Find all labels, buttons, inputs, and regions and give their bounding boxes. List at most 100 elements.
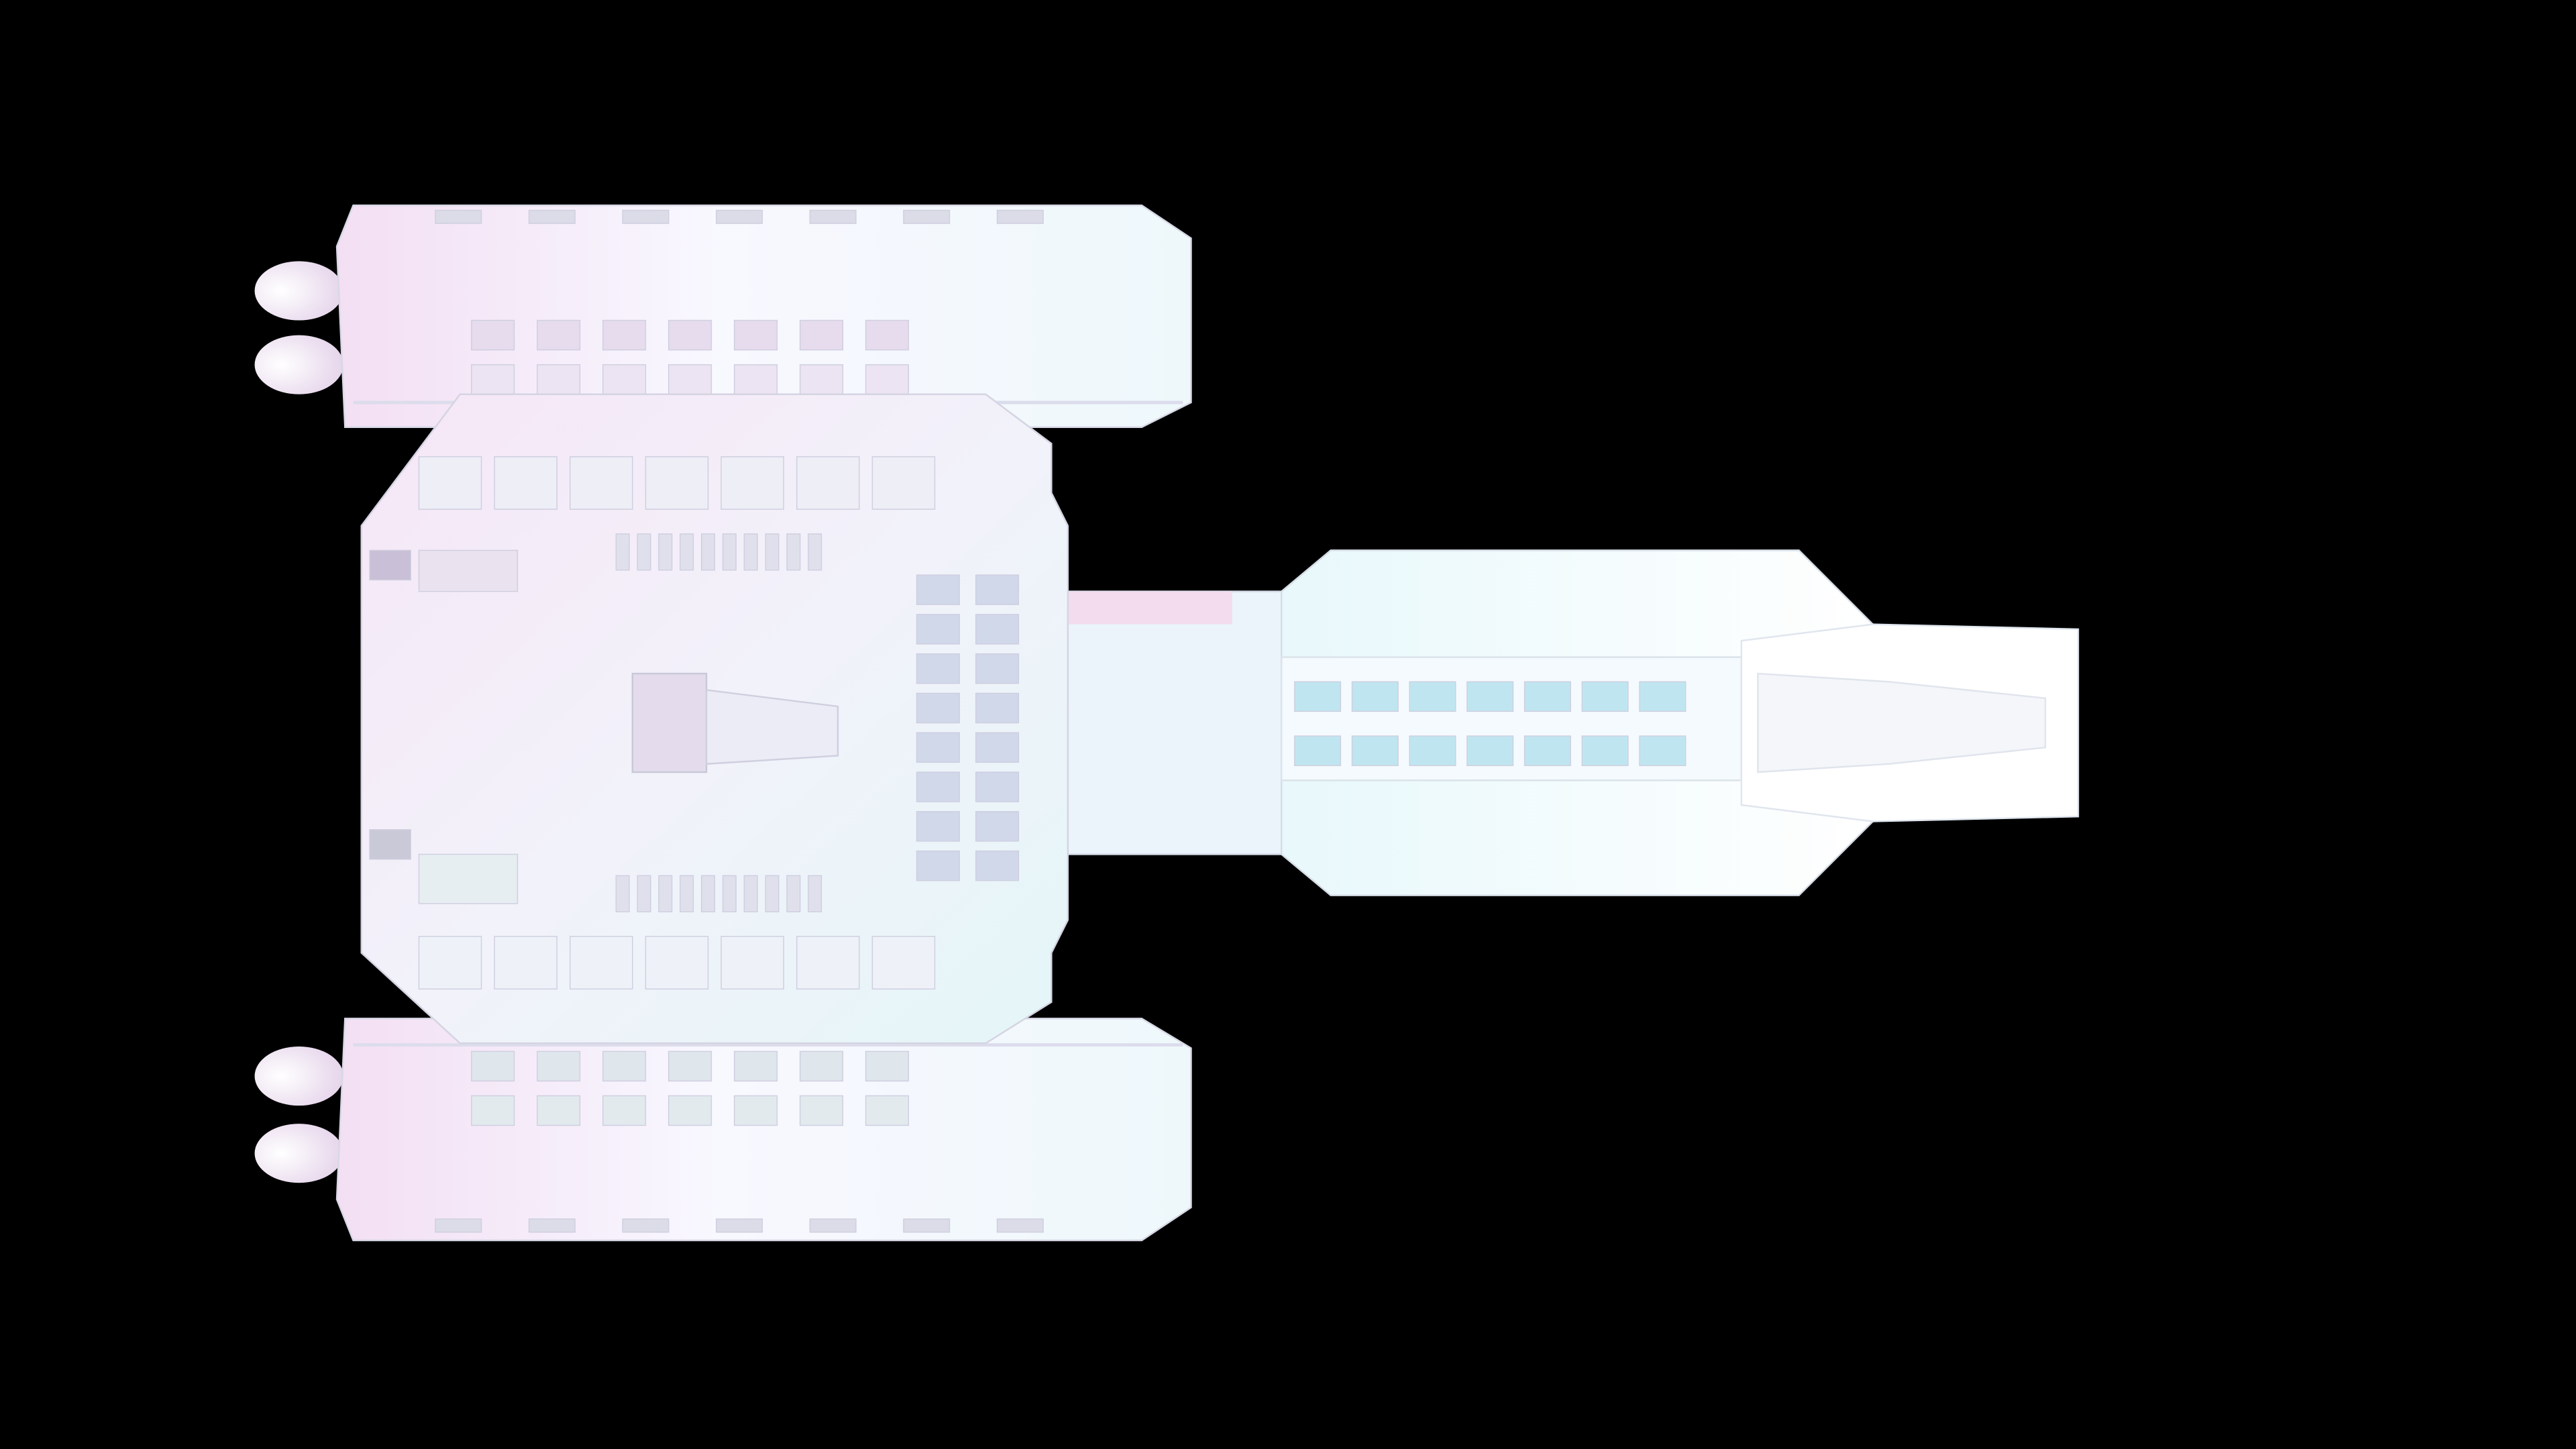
- greeble: [722, 533, 737, 571]
- hull-panel: [865, 364, 910, 395]
- greeble: [700, 533, 716, 571]
- vent-grille: [903, 1218, 951, 1233]
- greeble: [743, 875, 758, 912]
- hull-panel: [471, 1095, 515, 1126]
- hull-panel: [865, 319, 910, 351]
- vent-grille: [996, 1218, 1044, 1233]
- hull-panel: [668, 319, 712, 351]
- hull-panel: [602, 1095, 647, 1126]
- greeble: [808, 875, 822, 912]
- greeble: [637, 533, 651, 571]
- window: [1466, 735, 1514, 766]
- hull-panel: [975, 771, 1020, 802]
- window: [1581, 735, 1629, 766]
- hull-panel: [471, 364, 515, 395]
- hull-panel: [975, 811, 1020, 842]
- window: [1581, 681, 1629, 712]
- vent-grille: [528, 1218, 576, 1233]
- hull-panel: [668, 364, 712, 395]
- greeble: [722, 875, 737, 912]
- turret: [418, 549, 519, 592]
- engine-nozzle: [254, 261, 343, 321]
- greeble: [700, 875, 716, 912]
- surface-detail: [645, 936, 709, 990]
- window: [1409, 681, 1456, 712]
- hull-panel: [975, 574, 1020, 605]
- surface-detail: [570, 456, 633, 510]
- hull-panel: [916, 692, 960, 724]
- hull-panel: [668, 1095, 712, 1126]
- greeble: [615, 875, 630, 912]
- greeble: [680, 533, 694, 571]
- engine-nozzle: [254, 1124, 343, 1183]
- surface-detail: [720, 456, 784, 510]
- greeble: [680, 875, 694, 912]
- surface-detail: [494, 456, 557, 510]
- window: [1523, 681, 1571, 712]
- window: [1466, 681, 1514, 712]
- vent-grille: [996, 209, 1044, 224]
- vent-grille: [622, 1218, 669, 1233]
- hull-panel: [668, 1051, 712, 1082]
- surface-detail: [720, 936, 784, 990]
- greeble: [615, 533, 630, 571]
- hull-panel: [799, 1095, 844, 1126]
- vent-grille: [528, 209, 576, 224]
- greeble: [765, 533, 780, 571]
- vent-grille: [716, 1218, 763, 1233]
- hull-panel: [916, 732, 960, 763]
- hull-panel: [733, 1051, 778, 1082]
- greeble: [658, 875, 673, 912]
- hull-panel: [602, 364, 647, 395]
- window: [1294, 681, 1342, 712]
- hull-panel: [733, 319, 778, 351]
- surface-detail: [494, 936, 557, 990]
- hull-panel: [537, 364, 581, 395]
- surface-detail: [796, 936, 860, 990]
- surface-detail: [645, 456, 709, 510]
- hull-panel: [369, 829, 411, 860]
- hull-panel: [975, 732, 1020, 763]
- forward-hull: [1280, 549, 1874, 896]
- hull-panel: [799, 319, 844, 351]
- hull-panel: [916, 811, 960, 842]
- engine-nozzle: [254, 1046, 343, 1106]
- hull-panel: [975, 692, 1020, 724]
- vent-grille: [716, 209, 763, 224]
- hull-panel: [537, 1051, 581, 1082]
- hull-panel: [471, 319, 515, 351]
- vent-grille: [809, 1218, 857, 1233]
- surface-detail: [871, 456, 936, 510]
- hull-panel: [799, 364, 844, 395]
- surface-detail: [418, 456, 482, 510]
- greeble: [765, 875, 780, 912]
- hull-panel: [537, 319, 581, 351]
- nose-section: [1740, 623, 2080, 822]
- surface-detail: [418, 936, 482, 990]
- main-hull: [360, 393, 1069, 1044]
- hull-panel: [916, 771, 960, 802]
- window: [1523, 735, 1571, 766]
- greeble: [658, 533, 673, 571]
- hull-panel: [602, 319, 647, 351]
- hull-panel: [799, 1051, 844, 1082]
- hull-panel: [733, 364, 778, 395]
- window: [1639, 735, 1686, 766]
- surface-detail: [871, 936, 936, 990]
- vent-grille: [435, 209, 482, 224]
- greeble: [808, 533, 822, 571]
- vent-grille: [903, 209, 951, 224]
- hull-panel: [916, 850, 960, 881]
- window: [1639, 681, 1686, 712]
- vent-grille: [435, 1218, 482, 1233]
- hull-panel: [975, 653, 1020, 684]
- greeble: [743, 533, 758, 571]
- hull-panel: [865, 1095, 910, 1126]
- window: [1351, 681, 1399, 712]
- hull-panel: [916, 614, 960, 645]
- turret: [418, 853, 519, 904]
- bottom-engine-pod: [254, 1018, 1192, 1242]
- greeble: [637, 875, 651, 912]
- hull-panel: [865, 1051, 910, 1082]
- hull-panel: [602, 1051, 647, 1082]
